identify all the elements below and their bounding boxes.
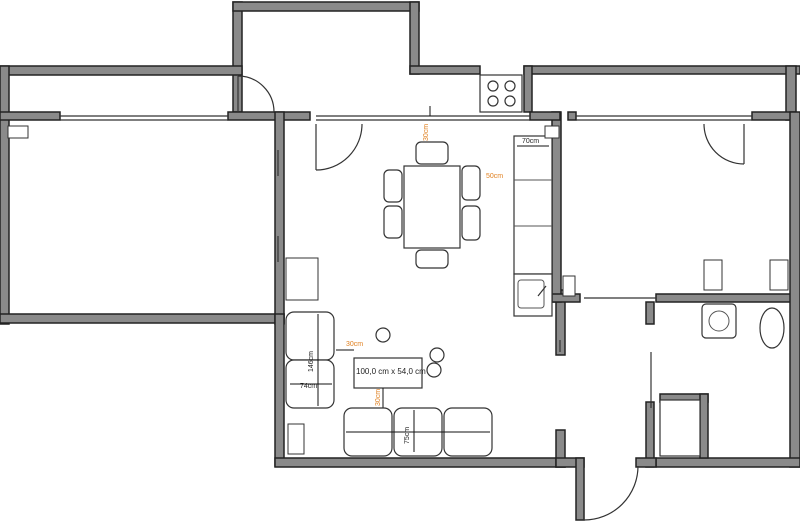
radiator bbox=[285, 257, 319, 301]
wall-segment bbox=[274, 111, 285, 325]
door-swing bbox=[237, 75, 275, 113]
wall-segment bbox=[551, 111, 562, 303]
dining-chair bbox=[383, 205, 403, 239]
burner bbox=[487, 80, 499, 92]
bathroom bbox=[659, 303, 785, 457]
stove bbox=[479, 74, 523, 113]
top-gap-label: 30cm bbox=[423, 124, 430, 141]
wall-segment bbox=[789, 111, 800, 468]
armchair-width-label: 74cm bbox=[300, 383, 317, 390]
door-swing bbox=[583, 465, 639, 521]
windows bbox=[60, 115, 752, 299]
radiator bbox=[562, 275, 576, 297]
shower bbox=[659, 399, 701, 457]
radiator bbox=[703, 259, 723, 291]
living-room: 146cm 74cm 30cm 100,0 cm x 54,0 cm 30cm … bbox=[285, 257, 493, 457]
coffee-table-left-gap-label: 30cm bbox=[346, 341, 363, 348]
burner bbox=[504, 80, 516, 92]
wall-segment bbox=[523, 65, 533, 113]
sink-basin bbox=[517, 279, 545, 309]
wall-segment bbox=[0, 65, 243, 76]
coffee-table bbox=[353, 357, 423, 389]
doors bbox=[237, 75, 745, 521]
radiator bbox=[769, 259, 789, 291]
sofa-depth-label: 75cm bbox=[404, 427, 411, 444]
dining-table bbox=[403, 165, 461, 249]
table-size-label: 100,0 cm x 54,0 cm bbox=[356, 367, 426, 376]
stool bbox=[429, 347, 445, 363]
radiator bbox=[7, 125, 29, 139]
radiator bbox=[287, 423, 305, 455]
wall-segment bbox=[645, 301, 655, 325]
wall-segment bbox=[699, 393, 709, 459]
counter-depth-label: 70cm bbox=[522, 138, 539, 145]
dining-chair bbox=[415, 141, 449, 165]
wall-segment bbox=[274, 313, 285, 467]
door-swing bbox=[315, 123, 363, 171]
wall-segment bbox=[0, 65, 10, 325]
wall-segment bbox=[409, 65, 481, 75]
toilet bbox=[759, 307, 785, 349]
door-swing bbox=[703, 123, 745, 165]
dining-chair bbox=[383, 169, 403, 203]
kitchen-counter bbox=[513, 135, 553, 275]
radiators bbox=[7, 125, 789, 297]
wall-segment bbox=[655, 293, 800, 303]
faucet-icon bbox=[537, 285, 547, 297]
wall-segment bbox=[567, 111, 577, 121]
counter-gap-label: 50cm bbox=[486, 173, 503, 180]
basin-bowl bbox=[708, 310, 730, 332]
kitchen: 70cm 50cm 30cm bbox=[423, 74, 553, 317]
dining-chair bbox=[461, 205, 481, 241]
wall-segment bbox=[274, 457, 566, 468]
burner bbox=[504, 95, 516, 107]
armchair-height-label: 146cm bbox=[308, 351, 315, 372]
wall-segment bbox=[409, 1, 420, 75]
wall-segment bbox=[575, 457, 585, 521]
stool bbox=[426, 362, 442, 378]
wall-segment bbox=[0, 111, 61, 121]
stool bbox=[375, 327, 391, 343]
wall-segment bbox=[635, 457, 657, 468]
coffee-table-bottom-gap-label: 30cm bbox=[375, 389, 382, 406]
dining-chair bbox=[415, 249, 449, 269]
radiator bbox=[544, 125, 560, 139]
door-leaf bbox=[555, 340, 561, 352]
wall-segment bbox=[655, 457, 800, 468]
wall-segment bbox=[232, 1, 420, 12]
wall-segment bbox=[0, 313, 285, 324]
dining-chair bbox=[461, 165, 481, 201]
wall-segment bbox=[523, 65, 800, 75]
wall-segment bbox=[227, 111, 311, 121]
wall-segment bbox=[529, 111, 561, 121]
dining-set bbox=[383, 141, 481, 269]
burner bbox=[487, 95, 499, 107]
